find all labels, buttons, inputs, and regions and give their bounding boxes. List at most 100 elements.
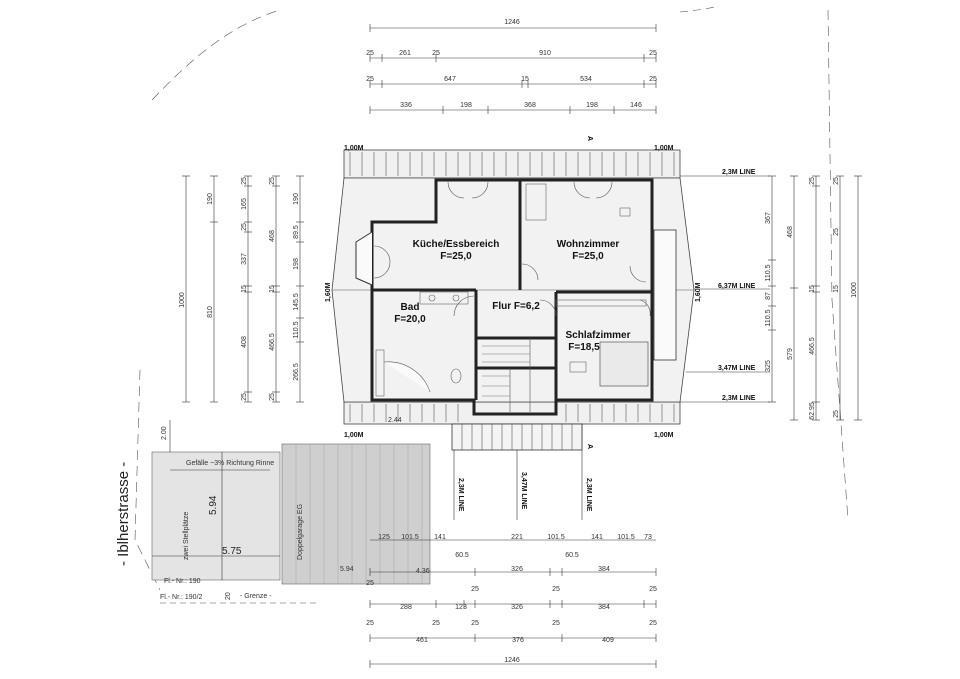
dim-label: 141 [434, 534, 446, 541]
label-160m-left: 1,60M [325, 282, 332, 302]
parking-label: zwei Stellplätze [183, 512, 190, 560]
dim-label: 198 [293, 258, 300, 270]
bottom-dimensions: 125 101.5 141 221 101.5 141 101.5 73 60.… [366, 534, 657, 668]
dim-label: 409 [602, 637, 614, 644]
room-area-schlaf: F=18,5 [568, 342, 600, 353]
room-name-kueche: Küche/Essbereich [413, 239, 500, 250]
boundary-left [134, 369, 161, 591]
dim-label: 15 [833, 285, 840, 293]
dim-label: 198 [586, 102, 598, 109]
dim-label: 25 [432, 50, 440, 57]
dim-label: 101.5 [617, 534, 635, 541]
dim-20: 20 [225, 592, 232, 600]
dim-label: 25 [552, 620, 560, 627]
dim-label: 15 [521, 76, 529, 83]
dim-label: 326 [511, 604, 523, 611]
dim-label: 466.5 [269, 333, 276, 351]
dim-label: 73 [644, 534, 652, 541]
gefaelle-note: Gefälle ~3% Richtung Rinne [186, 460, 274, 467]
dim-label: 326 [511, 566, 523, 573]
dim-label: 190 [207, 193, 214, 205]
dim-bottom-total: 1246 [504, 657, 520, 664]
dim-label: 25 [833, 177, 840, 185]
room-name-flur: Flur F=6,2 [492, 301, 540, 312]
label-100m-tr: 1,00M [654, 145, 674, 152]
dim-label: 25 [269, 393, 276, 401]
dim-label: 288 [400, 604, 412, 611]
dim-label: 384 [598, 566, 610, 573]
label-100m-tl: 1,00M [344, 145, 364, 152]
height-line-label: 3,47M LINE [520, 472, 527, 510]
dim-label: 25 [269, 177, 276, 185]
dim-label: 337 [241, 253, 248, 265]
dim-label: 25 [241, 393, 248, 401]
dim-label: 25 [366, 580, 374, 587]
room-name-schlaf: Schlafzimmer [565, 330, 630, 341]
dim-label: 15 [809, 285, 816, 293]
height-line-label: 2,3M LINE [457, 478, 464, 512]
dim-label: 25 [366, 620, 374, 627]
parking-area [151, 420, 431, 585]
dim-label: 165 [241, 198, 248, 210]
dim-244: 2.44 [388, 417, 402, 424]
dim-label: 376 [512, 637, 524, 644]
height-line-label: 2,3M LINE [585, 478, 592, 512]
height-lines-right: 2,3M LINE 6,37M LINE 3,47M LINE 2,3M LIN… [680, 169, 770, 403]
dim-label: 123 [455, 604, 467, 611]
fixtures [375, 183, 649, 397]
dim-label: 261 [399, 50, 411, 57]
dim-label: 25 [809, 177, 816, 185]
entrance-steps [451, 423, 583, 451]
room-area-bad: F=20,0 [394, 314, 426, 325]
dim-label: 15 [241, 285, 248, 293]
dim-label: 25 [649, 586, 657, 593]
dim-label: 25 [552, 586, 560, 593]
dim-label: 25 [649, 620, 657, 627]
label-100m-bl: 1,00M [344, 432, 364, 439]
dim-label: 647 [444, 76, 456, 83]
dim-label: 87 [765, 292, 772, 300]
height-line-label: 3,47M LINE [718, 365, 756, 372]
boundary-curve [151, 9, 281, 101]
dim-label: 60.5 [565, 552, 579, 559]
dim-label: 101.5 [547, 534, 565, 541]
fl-nr-190: Fl.- Nr.: 190 [164, 578, 201, 585]
dim-label: 384 [598, 604, 610, 611]
dim-label: 1000 [179, 292, 186, 308]
street-name: - Iblherstrasse - [115, 462, 132, 566]
label-100m-br: 1,00M [654, 432, 674, 439]
section-marker-bottom: A [586, 444, 593, 449]
walls [355, 178, 677, 416]
dim-label: 1000 [851, 282, 858, 298]
dim-label: 25 [241, 177, 248, 185]
dim-label: 62.95 [809, 402, 816, 420]
dim-label: 89.5 [293, 225, 300, 239]
top-dimensions: 1246 25 261 25 910 25 25 647 15 534 25 3… [366, 19, 657, 114]
boundary-curve-top [679, 5, 719, 13]
garage-label: Doppelgarage EG [297, 504, 304, 560]
dim-label: 25 [471, 586, 479, 593]
dim-label: 110.5 [293, 321, 300, 338]
dim-label: 198 [460, 102, 472, 109]
dim-label: 101.5 [401, 534, 419, 541]
fl-nr-190-2: Fl.- Nr.: 190/2 [160, 594, 203, 601]
room-area-wohn: F=25,0 [572, 251, 604, 262]
dim-label: 25 [432, 620, 440, 627]
dim-label: 461 [416, 637, 428, 644]
dim-label: 810 [207, 306, 214, 318]
dim-label: 25 [366, 50, 374, 57]
label-160m-right: 1,60M [695, 282, 702, 302]
dim-label: 146 [630, 102, 642, 109]
dim-label: 466.5 [809, 337, 816, 355]
dim-594b: 5.94 [340, 566, 354, 573]
room-name-wohn: Wohnzimmer [557, 239, 620, 250]
dim-label: 266.5 [293, 363, 300, 381]
height-line-label: 2,3M LINE [722, 169, 756, 176]
dim-label: 15 [269, 285, 276, 293]
dim-label: 910 [539, 50, 551, 57]
left-dimensions: 1000 190 810 25 165 25 337 15 408 25 25 … [179, 175, 304, 403]
right-dimensions: 367 110.5 87 110.5 325 468 579 25 15 466… [765, 175, 862, 421]
dim-label: 336 [400, 102, 412, 109]
dim-label: 60.5 [455, 552, 469, 559]
grenze-label: - Grenze - [240, 593, 272, 600]
